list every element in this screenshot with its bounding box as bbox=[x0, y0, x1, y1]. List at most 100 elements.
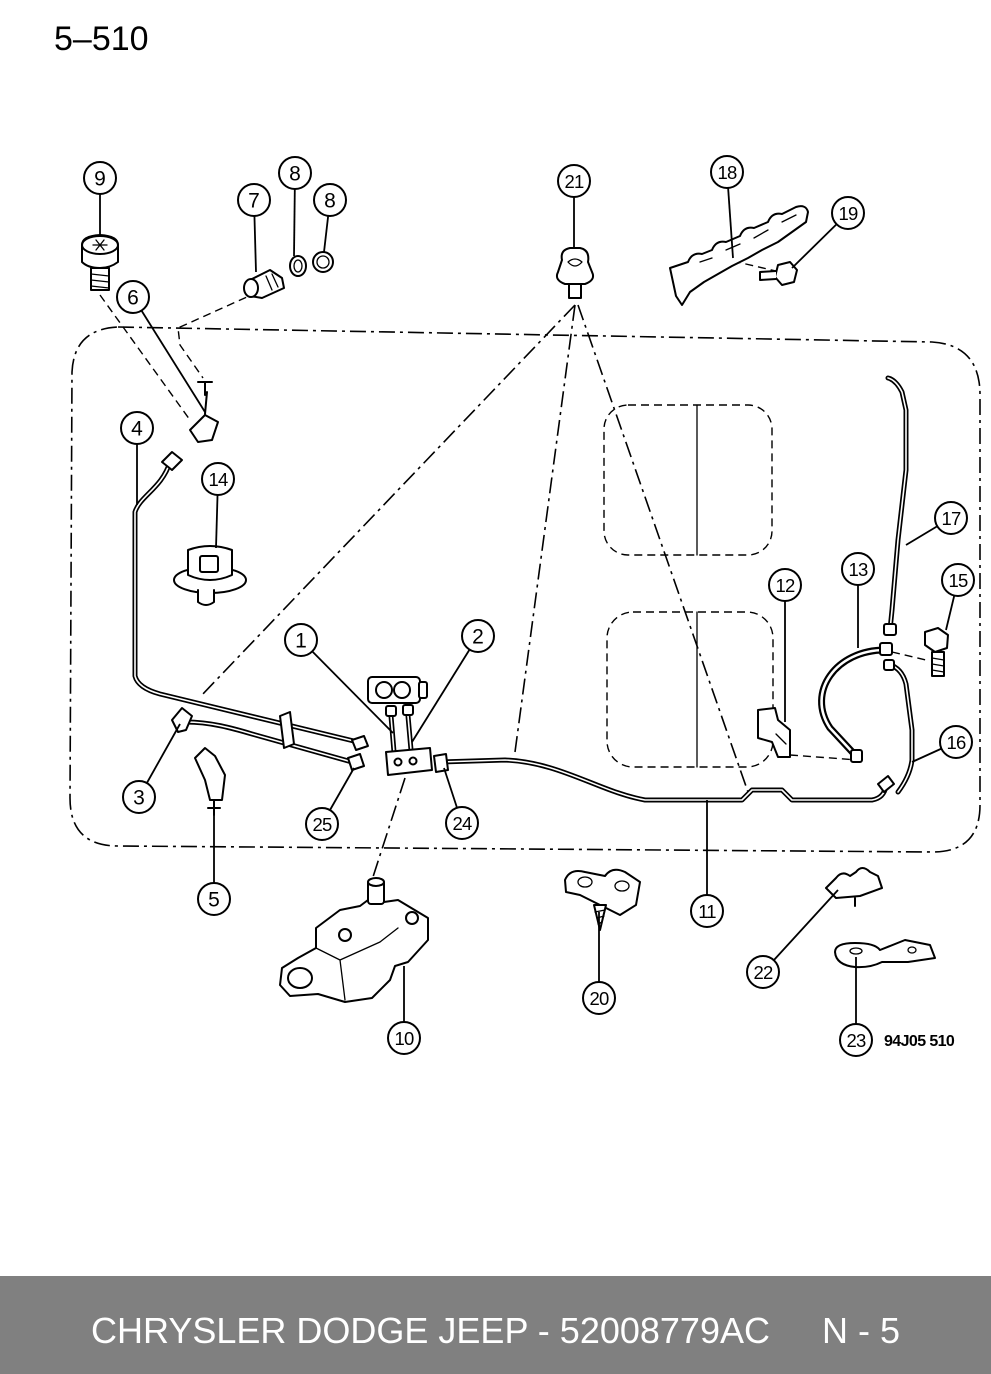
guide-line bbox=[891, 651, 927, 661]
brake-tubes bbox=[132, 375, 915, 803]
callout-number: 23 bbox=[847, 1030, 866, 1051]
tube-nut bbox=[351, 735, 369, 751]
guide-lines bbox=[99, 257, 927, 881]
valve-tube bbox=[390, 715, 395, 753]
callout-number: 19 bbox=[839, 203, 858, 224]
callout-circle bbox=[582, 981, 616, 1015]
bolt-thread bbox=[90, 273, 110, 289]
callout-circle bbox=[284, 623, 318, 657]
valve-fitting bbox=[402, 704, 414, 716]
callout-number: 9 bbox=[94, 168, 106, 191]
callout-circle bbox=[83, 161, 117, 195]
callout-circle bbox=[934, 501, 968, 535]
union-fitting-part bbox=[171, 707, 193, 733]
bolt-shank bbox=[759, 270, 777, 281]
callout-circle bbox=[313, 183, 347, 217]
washer-hole bbox=[293, 259, 303, 273]
brake-tube-right-front bbox=[885, 375, 909, 633]
callout-10: 10 bbox=[387, 966, 421, 1055]
bracket-hole bbox=[849, 947, 863, 955]
grommet-part bbox=[173, 545, 247, 606]
guide-line bbox=[371, 777, 406, 881]
tube-nut bbox=[433, 753, 449, 773]
callout-circle bbox=[768, 568, 802, 602]
callout-circle bbox=[122, 780, 156, 814]
bracket-plate bbox=[834, 939, 936, 969]
callout-7: 7 bbox=[237, 183, 271, 273]
guide-line bbox=[719, 257, 777, 272]
valve-port bbox=[393, 681, 411, 699]
callout-18: 18 bbox=[710, 155, 744, 259]
tube-nut bbox=[161, 451, 183, 471]
brake-tube-rear bbox=[437, 757, 889, 803]
sensor-fitting-part bbox=[189, 381, 219, 443]
callout-number: 17 bbox=[942, 508, 961, 529]
callout-number: 8 bbox=[289, 163, 301, 186]
leader-line bbox=[411, 635, 479, 743]
vehicle-outline-group bbox=[69, 326, 981, 853]
callout-circle bbox=[939, 725, 973, 759]
brake-tube-rear bbox=[439, 759, 887, 801]
washer bbox=[289, 255, 307, 277]
washer-hole bbox=[316, 255, 330, 269]
callout-25: 25 bbox=[305, 767, 355, 841]
brake-line-diagram: 1 2 3 4 5 6 7 bbox=[69, 155, 981, 1057]
callout-8-right: 8 bbox=[313, 183, 347, 253]
clip-slot bbox=[567, 258, 583, 267]
callout-number: 13 bbox=[849, 559, 868, 580]
fitting-body bbox=[189, 414, 219, 443]
callout-1: 1 bbox=[284, 623, 394, 734]
grommet-nub bbox=[197, 589, 215, 606]
callout-4: 4 bbox=[120, 411, 154, 505]
valve-port bbox=[287, 967, 313, 989]
hose-end-fitting bbox=[879, 642, 893, 656]
bolt-head bbox=[924, 627, 949, 653]
callout-number: 2 bbox=[472, 626, 484, 649]
callout-number: 10 bbox=[395, 1028, 414, 1049]
callout-number: 15 bbox=[949, 570, 968, 591]
banjo-bolt-part bbox=[243, 269, 285, 299]
hose-bracket-part bbox=[757, 707, 791, 758]
valve-fitting bbox=[385, 705, 397, 717]
callout-number: 12 bbox=[776, 575, 795, 596]
callout-24: 24 bbox=[443, 767, 479, 840]
washer bbox=[312, 251, 334, 273]
callout-20: 20 bbox=[582, 912, 616, 1015]
callout-12: 12 bbox=[768, 568, 802, 722]
tube-nut bbox=[347, 753, 365, 771]
bolt-part bbox=[81, 234, 119, 291]
clip-stud bbox=[568, 283, 582, 299]
guide-line bbox=[514, 304, 576, 753]
callout-number: 4 bbox=[131, 418, 143, 441]
callout-9: 9 bbox=[83, 161, 117, 236]
callout-circle bbox=[841, 552, 875, 586]
callout-8-left: 8 bbox=[278, 156, 312, 257]
tube-clip-part bbox=[555, 247, 595, 299]
callout-circle bbox=[445, 806, 479, 840]
callout-number: 8 bbox=[324, 190, 336, 213]
callout-number: 25 bbox=[313, 814, 332, 835]
guide-line bbox=[99, 294, 191, 421]
guide-line bbox=[199, 304, 576, 698]
valve-nipple-top bbox=[367, 877, 385, 887]
callout-3: 3 bbox=[122, 723, 181, 814]
guide-line bbox=[789, 754, 859, 761]
callout-circle bbox=[116, 280, 150, 314]
junction-hole bbox=[408, 756, 418, 766]
tube-nut bbox=[877, 775, 895, 793]
callout-circle bbox=[461, 619, 495, 653]
callout-11: 11 bbox=[690, 800, 724, 928]
brake-tube-left-front bbox=[134, 461, 359, 743]
callout-circle bbox=[557, 164, 591, 198]
clip-loop bbox=[614, 880, 630, 892]
valve-housing bbox=[279, 885, 429, 1003]
callout-circle bbox=[831, 196, 865, 230]
junction-hole bbox=[393, 757, 403, 767]
bracket-hole bbox=[907, 946, 917, 954]
bolt-shank bbox=[90, 267, 110, 291]
callout-circle bbox=[839, 1023, 873, 1057]
bolt-thread bbox=[265, 273, 279, 291]
tube-clip-screw-part bbox=[564, 868, 641, 931]
tube-nut bbox=[883, 623, 897, 636]
grommet-body bbox=[187, 545, 233, 581]
